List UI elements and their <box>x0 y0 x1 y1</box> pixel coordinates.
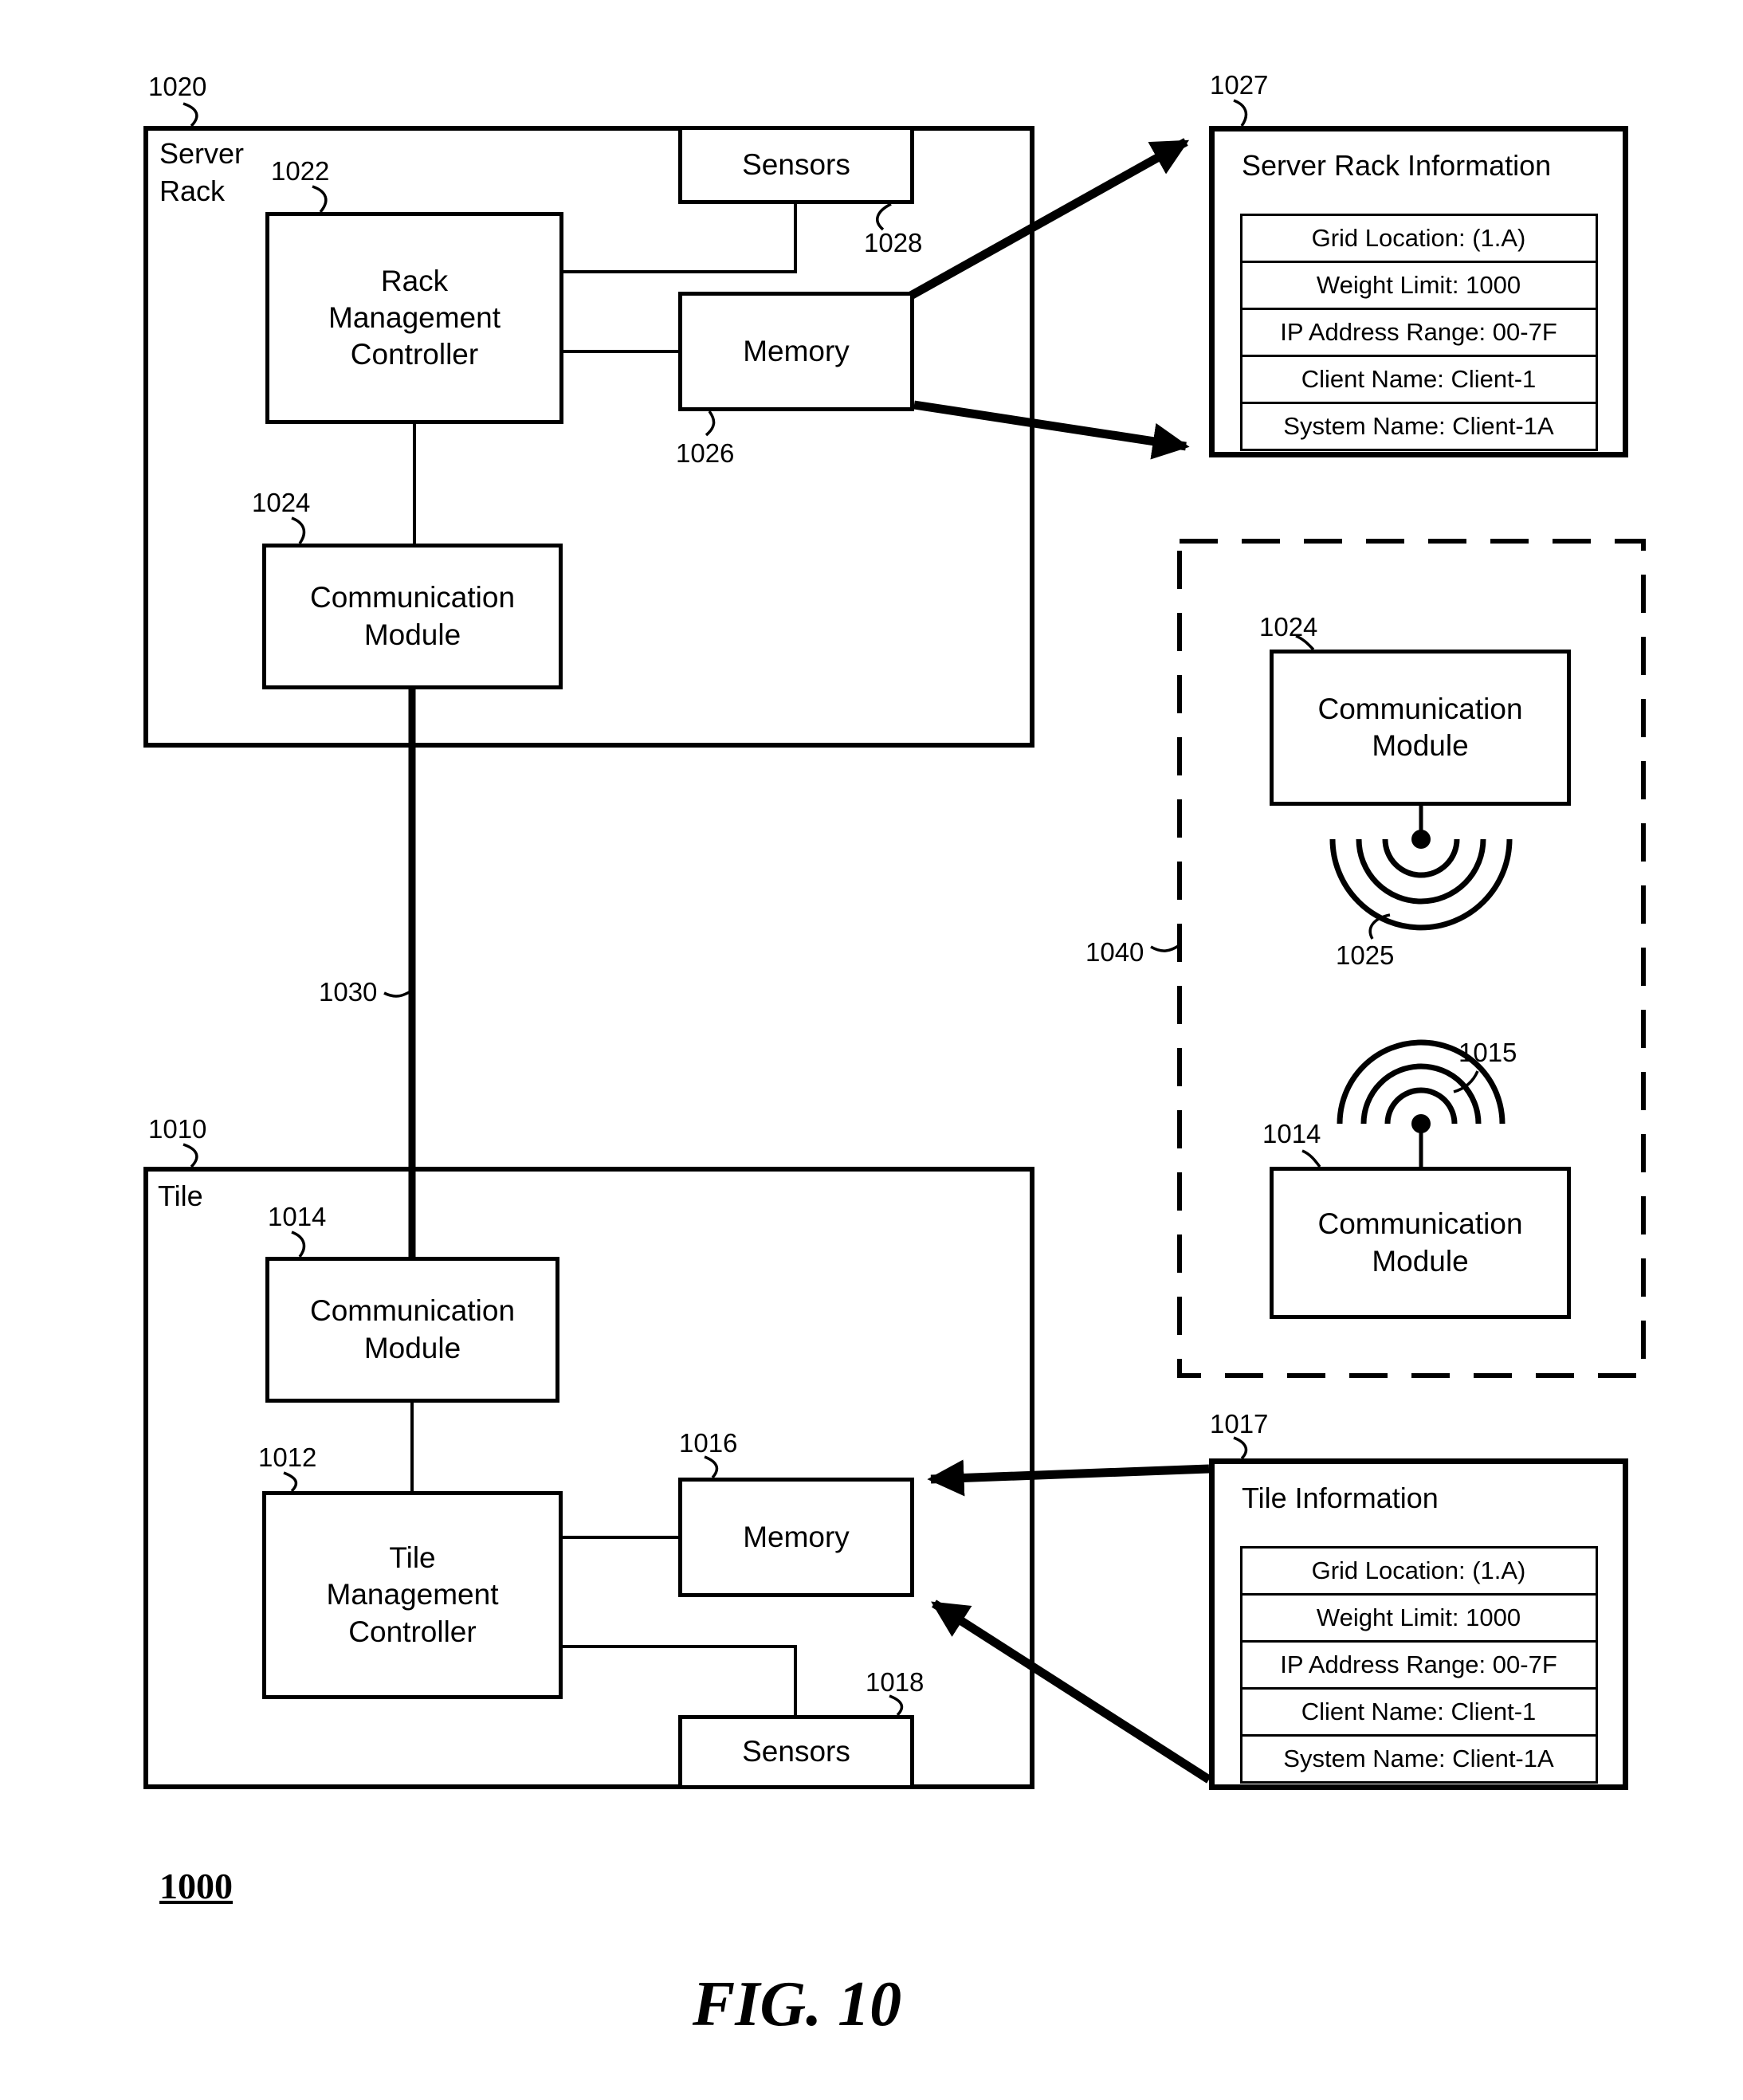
wireless-signal-icon-rack <box>1329 806 1513 931</box>
rack-sensors-label: Sensors <box>742 147 850 181</box>
tile-memory-label: Memory <box>743 1520 850 1553</box>
connector-lines <box>410 204 797 1715</box>
detail-tile-communication-module-box: Communication Module <box>1270 1167 1571 1319</box>
tile-management-controller-box: Tile Management Controller <box>262 1491 563 1699</box>
tile-info-table: Grid Location: (1.A) Weight Limit: 1000 … <box>1239 1546 1598 1784</box>
server-rack-title: Server Rack <box>159 137 245 207</box>
rack-memory-label: Memory <box>743 334 850 367</box>
rack-management-controller-label: Rack Management Controller <box>328 264 501 371</box>
tile-memory-box: Memory <box>678 1478 914 1597</box>
detail-tile-communication-module-label: Communication Module <box>1317 1207 1523 1278</box>
tile-sensors-ref: 1018 <box>866 1667 924 1697</box>
info-row: System Name: Client-1A <box>1239 402 1598 451</box>
info-row: Grid Location: (1.A) <box>1239 1546 1598 1596</box>
tile-management-controller-label: Tile Management Controller <box>326 1541 499 1648</box>
info-row: IP Address Range: 00-7F <box>1239 308 1598 357</box>
server-rack-info-title: Server Rack Information <box>1242 149 1552 182</box>
tile-info-title: Tile Information <box>1242 1482 1439 1514</box>
rack-management-controller-ref: 1022 <box>271 156 330 186</box>
wireless-dots <box>1411 830 1431 1133</box>
leader-lines <box>183 99 1479 1717</box>
rack-sensors-ref: 1028 <box>864 228 923 257</box>
info-row: Weight Limit: 1000 <box>1239 1593 1598 1643</box>
tile-communication-module-label: Communication Module <box>309 1294 516 1364</box>
arrow-memory-to-rack-info-top <box>907 138 1190 300</box>
rack-sensors-box: Sensors <box>678 126 914 204</box>
rack-memory-box: Memory <box>678 292 914 411</box>
server-rack-info-ref: 1027 <box>1210 70 1269 100</box>
wireless-detail-boundary <box>1177 539 1646 1378</box>
tile-title: Tile <box>158 1180 203 1212</box>
tile-info-ref: 1017 <box>1210 1409 1269 1439</box>
tile-sensors-label: Sensors <box>742 1735 850 1768</box>
detail-rack-communication-module-box: Communication Module <box>1270 650 1571 806</box>
server-rack-info-panel: Server Rack Information Grid Location: (… <box>1209 126 1628 457</box>
info-row: Grid Location: (1.A) <box>1239 214 1598 263</box>
rack-management-controller-box: Rack Management Controller <box>265 212 563 424</box>
tile-sensors-box: Sensors <box>678 1715 914 1789</box>
tile-ref: 1010 <box>148 1114 207 1144</box>
link-ref: 1030 <box>319 977 378 1007</box>
figure-caption: FIG. 10 <box>692 1969 902 2039</box>
detail-rack-communication-module-ref: 1024 <box>1259 612 1318 642</box>
tile-info-panel: Tile Information Grid Location: (1.A) We… <box>1209 1458 1628 1790</box>
detail-rack-communication-module-label: Communication Module <box>1317 692 1523 762</box>
data-flow-arrows <box>907 138 1211 1784</box>
wireless-detail-ref: 1040 <box>1085 937 1144 967</box>
arrow-tile-info-to-memory-bottom <box>931 1600 1211 1784</box>
info-row: IP Address Range: 00-7F <box>1239 1640 1598 1690</box>
info-row: System Name: Client-1A <box>1239 1734 1598 1784</box>
rack-signal-ref: 1025 <box>1336 940 1395 970</box>
wireless-signal-icon-tile <box>1337 1039 1505 1167</box>
tile-communication-module-box: Communication Module <box>265 1257 559 1403</box>
arrow-tile-info-to-memory-top <box>927 1459 1210 1497</box>
info-row: Client Name: Client-1 <box>1239 355 1598 404</box>
server-rack-ref: 1020 <box>148 72 207 101</box>
server-rack-box <box>143 126 1034 748</box>
rack-memory-ref: 1026 <box>676 438 735 468</box>
info-row: Client Name: Client-1 <box>1239 1687 1598 1737</box>
tile-box <box>143 1167 1034 1789</box>
tile-communication-module-ref: 1014 <box>268 1202 327 1231</box>
rack-communication-module-label: Communication Module <box>309 581 516 651</box>
tile-signal-ref: 1015 <box>1458 1038 1517 1067</box>
arrow-memory-to-rack-info-bottom <box>913 400 1190 460</box>
tile-memory-ref: 1016 <box>679 1428 738 1458</box>
server-rack-info-table: Grid Location: (1.A) Weight Limit: 1000 … <box>1239 214 1598 451</box>
tile-management-controller-ref: 1012 <box>258 1443 317 1472</box>
detail-tile-communication-module-ref: 1014 <box>1262 1119 1321 1148</box>
rack-communication-module-ref: 1024 <box>252 488 311 517</box>
rack-communication-module-box: Communication Module <box>262 544 563 689</box>
figure-number: 1000 <box>159 1866 233 1906</box>
info-row: Weight Limit: 1000 <box>1239 261 1598 310</box>
